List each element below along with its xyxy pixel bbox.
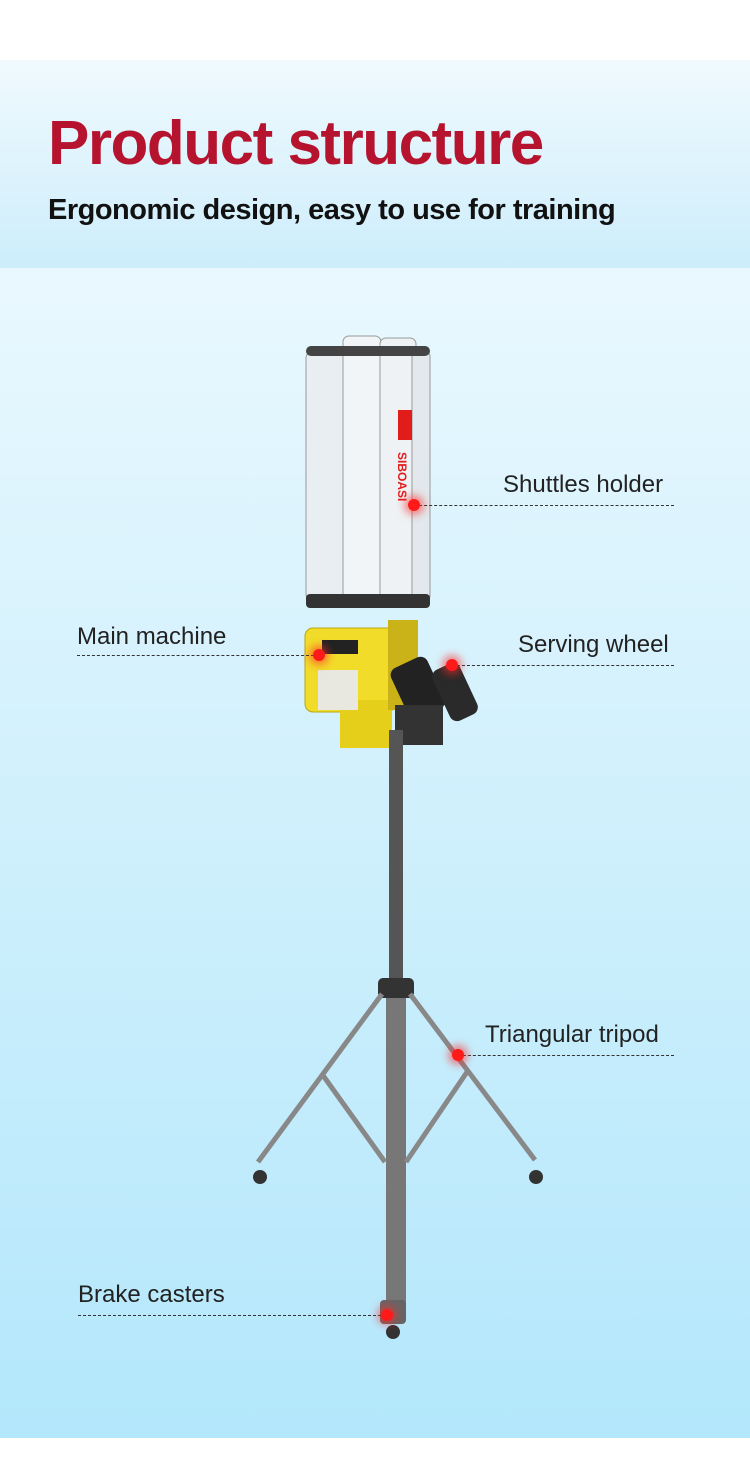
hotspot-dot bbox=[313, 649, 325, 661]
triangular-tripod-image bbox=[255, 992, 537, 1164]
leader-line bbox=[77, 655, 319, 656]
hotspot-dot bbox=[408, 499, 420, 511]
page-subtitle: Ergonomic design, easy to use for traini… bbox=[48, 194, 616, 226]
callout-main-machine: Main machine bbox=[77, 623, 227, 650]
hotspot-dot bbox=[446, 659, 458, 671]
callout-serving-wheel: Serving wheel bbox=[518, 631, 669, 658]
header-banner bbox=[0, 60, 750, 268]
serving-wheel-image bbox=[390, 656, 478, 745]
pole bbox=[389, 730, 403, 990]
svg-text:SIBOASI: SIBOASI bbox=[395, 452, 409, 501]
page-title: Product structure bbox=[48, 109, 544, 178]
hotspot-dot bbox=[381, 1309, 393, 1321]
leader-line bbox=[414, 505, 674, 506]
leader-line bbox=[458, 1055, 674, 1056]
main-machine-image bbox=[304, 620, 418, 748]
callout-triangular-tripod: Triangular tripod bbox=[485, 1021, 659, 1048]
callout-brake-casters: Brake casters bbox=[78, 1281, 225, 1308]
leader-line bbox=[78, 1315, 386, 1316]
callout-shuttles-holder: Shuttles holder bbox=[503, 471, 664, 498]
shuttles-holder-image: SIBOASI bbox=[305, 335, 431, 608]
hotspot-dot bbox=[452, 1049, 464, 1061]
leader-line bbox=[452, 665, 674, 666]
